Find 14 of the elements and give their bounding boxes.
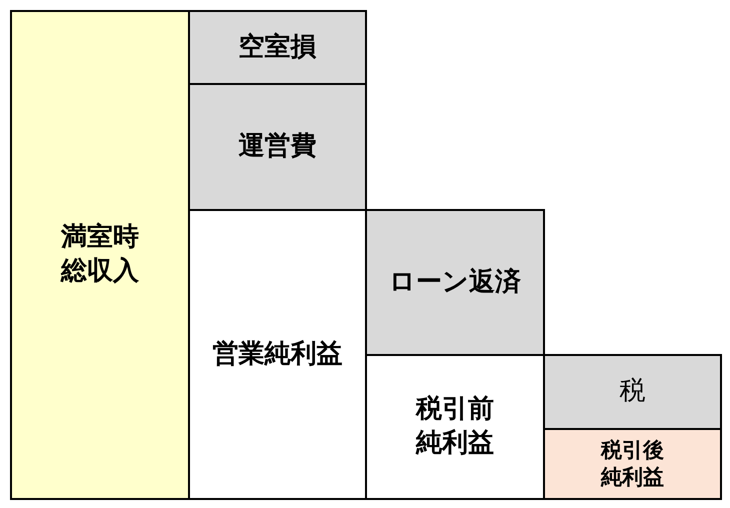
node-label: 営業純利益 [212,338,342,371]
node-label: 税 [620,375,646,408]
expense-box [188,83,367,211]
node-label: 満室時総収入 [60,221,140,288]
expense-box [188,10,367,85]
income-column [10,10,190,500]
expense-box [543,354,722,430]
expense-box [365,209,545,356]
node-label: 空室損 [238,30,316,64]
node-label: 運営費 [238,130,316,164]
node-label: 税引後純利益 [600,436,665,491]
node-label: 税引前純利益 [414,393,495,460]
node-label: ローン返済 [389,266,521,299]
profit-box [543,428,722,500]
